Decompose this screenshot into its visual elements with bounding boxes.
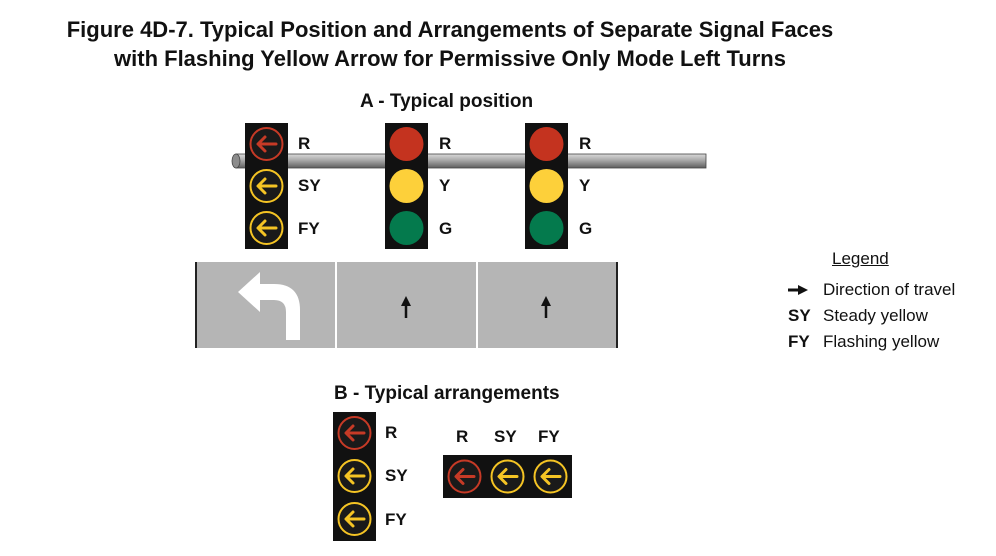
- green-ball-indication: [389, 211, 424, 245]
- signal-label: FY: [298, 219, 320, 238]
- legend-item: SY Steady yellow: [788, 306, 928, 326]
- legend-title: Legend: [832, 249, 889, 268]
- red-left-arrow-indication: [249, 127, 284, 161]
- figure-title-line-1: Figure 4D-7. Typical Position and Arrang…: [66, 17, 834, 42]
- section-a-left-turn-signal-face: [245, 123, 288, 249]
- flashing-yellow-left-arrow-indication: [249, 211, 284, 245]
- legend-item: Direction of travel: [788, 280, 955, 300]
- signal-label: G: [579, 219, 593, 238]
- legend-text: Direction of travel: [823, 280, 956, 299]
- steady-yellow-left-arrow-indication: [249, 169, 284, 203]
- through-pavement-arrow-icon: [541, 296, 551, 318]
- legend-key: FY: [788, 332, 810, 351]
- mast-arm: [231, 153, 707, 169]
- legend-item: FY Flashing yellow: [788, 332, 939, 352]
- steady-yellow-left-arrow-indication: [337, 459, 372, 493]
- yellow-ball-indication: [389, 169, 424, 203]
- section-a-through-signal-face-2: [525, 123, 568, 249]
- signal-label: SY: [298, 176, 321, 195]
- signal-label: Y: [439, 176, 451, 195]
- section-b-caption: B - Typical arrangements: [334, 383, 560, 404]
- legend-text: Flashing yellow: [823, 332, 940, 351]
- signal-label: R: [579, 134, 592, 153]
- yellow-ball-indication: [529, 169, 564, 203]
- signal-label: Y: [579, 176, 591, 195]
- flashing-yellow-left-arrow-indication: [337, 502, 372, 536]
- red-ball-indication: [529, 127, 564, 161]
- arrow-right-icon: [788, 285, 808, 295]
- section-b-horizontal-signal-face: [443, 455, 572, 498]
- signal-label: R: [385, 423, 398, 442]
- signal-label: SY: [385, 466, 408, 485]
- signal-label: G: [439, 219, 453, 238]
- roadway: [195, 262, 618, 348]
- legend-key: SY: [788, 306, 811, 325]
- signal-label: R: [456, 427, 469, 446]
- signal-label: SY: [494, 427, 517, 446]
- section-a-through-signal-face-1: [385, 123, 428, 249]
- signal-label: FY: [385, 510, 407, 529]
- green-ball-indication: [529, 211, 564, 245]
- figure-title-line-2: with Flashing Yellow Arrow for Permissiv…: [114, 46, 786, 71]
- red-ball-indication: [389, 127, 424, 161]
- signal-label: R: [298, 134, 311, 153]
- section-b-vertical-signal-face: [333, 412, 376, 541]
- section-a-caption: A - Typical position: [360, 91, 534, 112]
- signal-label: FY: [538, 427, 560, 446]
- signal-label: R: [439, 134, 452, 153]
- red-left-arrow-indication: [337, 416, 372, 450]
- steady-yellow-left-arrow-indication: [490, 459, 525, 494]
- legend-text: Steady yellow: [823, 306, 928, 325]
- red-left-arrow-indication: [447, 459, 482, 494]
- left-turn-pavement-arrow-icon: [238, 272, 300, 340]
- through-pavement-arrow-icon: [401, 296, 411, 318]
- flashing-yellow-left-arrow-indication: [533, 459, 568, 494]
